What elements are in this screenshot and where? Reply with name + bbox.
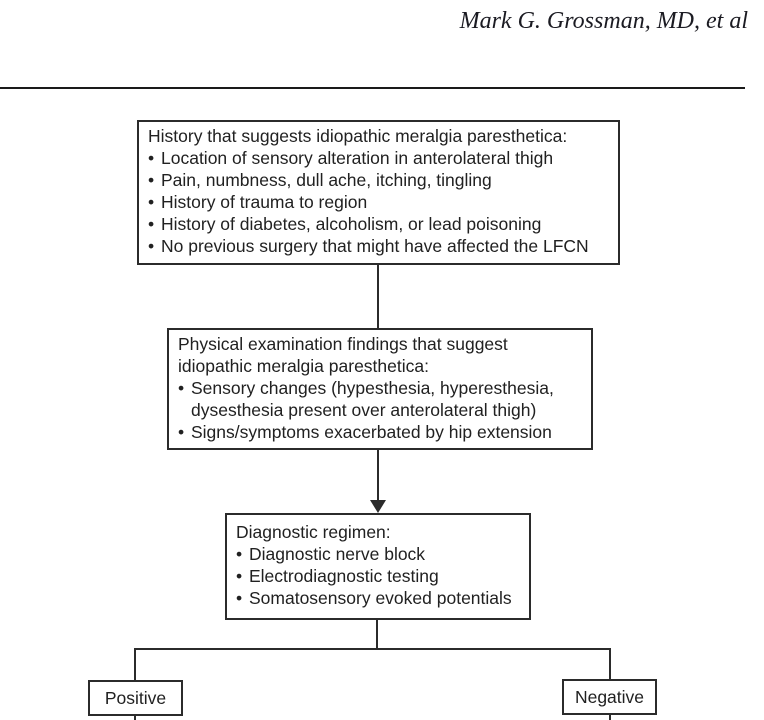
bullet-text: Signs/symptoms exacerbated by hip extens… xyxy=(191,422,552,442)
bullet-icon: • xyxy=(148,148,155,168)
negative-box: Negative xyxy=(562,679,657,715)
connector-line xyxy=(376,620,378,650)
header-rule xyxy=(0,87,745,89)
branch-line xyxy=(134,648,611,650)
author-line: Mark G. Grossman, MD, et al xyxy=(459,8,748,34)
list-item: • No previous surgery that might have af… xyxy=(148,235,612,257)
list-item: • Sensory changes (hypesthesia, hyperest… xyxy=(178,377,585,421)
bullet-text: Diagnostic nerve block xyxy=(249,544,426,564)
bullet-text: Pain, numbness, dull ache, itching, ting… xyxy=(161,170,492,190)
bullet-text: History of trauma to region xyxy=(161,192,368,212)
list-item: • History of diabetes, alcoholism, or le… xyxy=(148,213,612,235)
connector-line xyxy=(134,714,136,720)
bullet-text: Somatosensory evoked potentials xyxy=(249,588,512,608)
connector-line xyxy=(377,265,379,328)
bullet-icon: • xyxy=(178,422,185,442)
bullet-icon: • xyxy=(236,566,243,586)
bullet-text: Location of sensory alteration in antero… xyxy=(161,148,554,168)
list-item: • Signs/symptoms exacerbated by hip exte… xyxy=(178,421,585,443)
connector-line xyxy=(377,450,379,502)
arrow-down-icon xyxy=(370,500,386,513)
bullet-text: Electrodiagnostic testing xyxy=(249,566,439,586)
positive-box: Positive xyxy=(88,680,183,716)
history-box-title: History that suggests idiopathic meralgi… xyxy=(148,126,568,146)
bullet-icon: • xyxy=(236,544,243,564)
physical-exam-box-title: Physical examination findings that sugge… xyxy=(178,334,508,376)
bullet-icon: • xyxy=(178,378,185,398)
bullet-text: History of diabetes, alcoholism, or lead… xyxy=(161,214,542,234)
diagnostic-box: Diagnostic regimen: • Diagnostic nerve b… xyxy=(225,513,531,620)
bullet-icon: • xyxy=(148,214,155,234)
connector-line xyxy=(134,648,136,681)
connector-line xyxy=(609,713,611,720)
bullet-text: No previous surgery that might have affe… xyxy=(161,236,589,256)
list-item: • Somatosensory evoked potentials xyxy=(236,587,523,609)
history-box: History that suggests idiopathic meralgi… xyxy=(137,120,620,265)
list-item: • Electrodiagnostic testing xyxy=(236,565,523,587)
diagnostic-box-title: Diagnostic regimen: xyxy=(236,522,391,542)
bullet-icon: • xyxy=(148,192,155,212)
connector-line xyxy=(609,648,611,680)
bullet-icon: • xyxy=(236,588,243,608)
bullet-text: Sensory changes (hypesthesia, hyperesthe… xyxy=(191,378,554,420)
list-item: • History of trauma to region xyxy=(148,191,612,213)
list-item: • Diagnostic nerve block xyxy=(236,543,523,565)
positive-label: Positive xyxy=(104,687,167,708)
physical-exam-box: Physical examination findings that sugge… xyxy=(167,328,593,450)
negative-label: Negative xyxy=(574,686,645,707)
list-item: • Pain, numbness, dull ache, itching, ti… xyxy=(148,169,612,191)
list-item: • Location of sensory alteration in ante… xyxy=(148,147,612,169)
bullet-icon: • xyxy=(148,236,155,256)
bullet-icon: • xyxy=(148,170,155,190)
